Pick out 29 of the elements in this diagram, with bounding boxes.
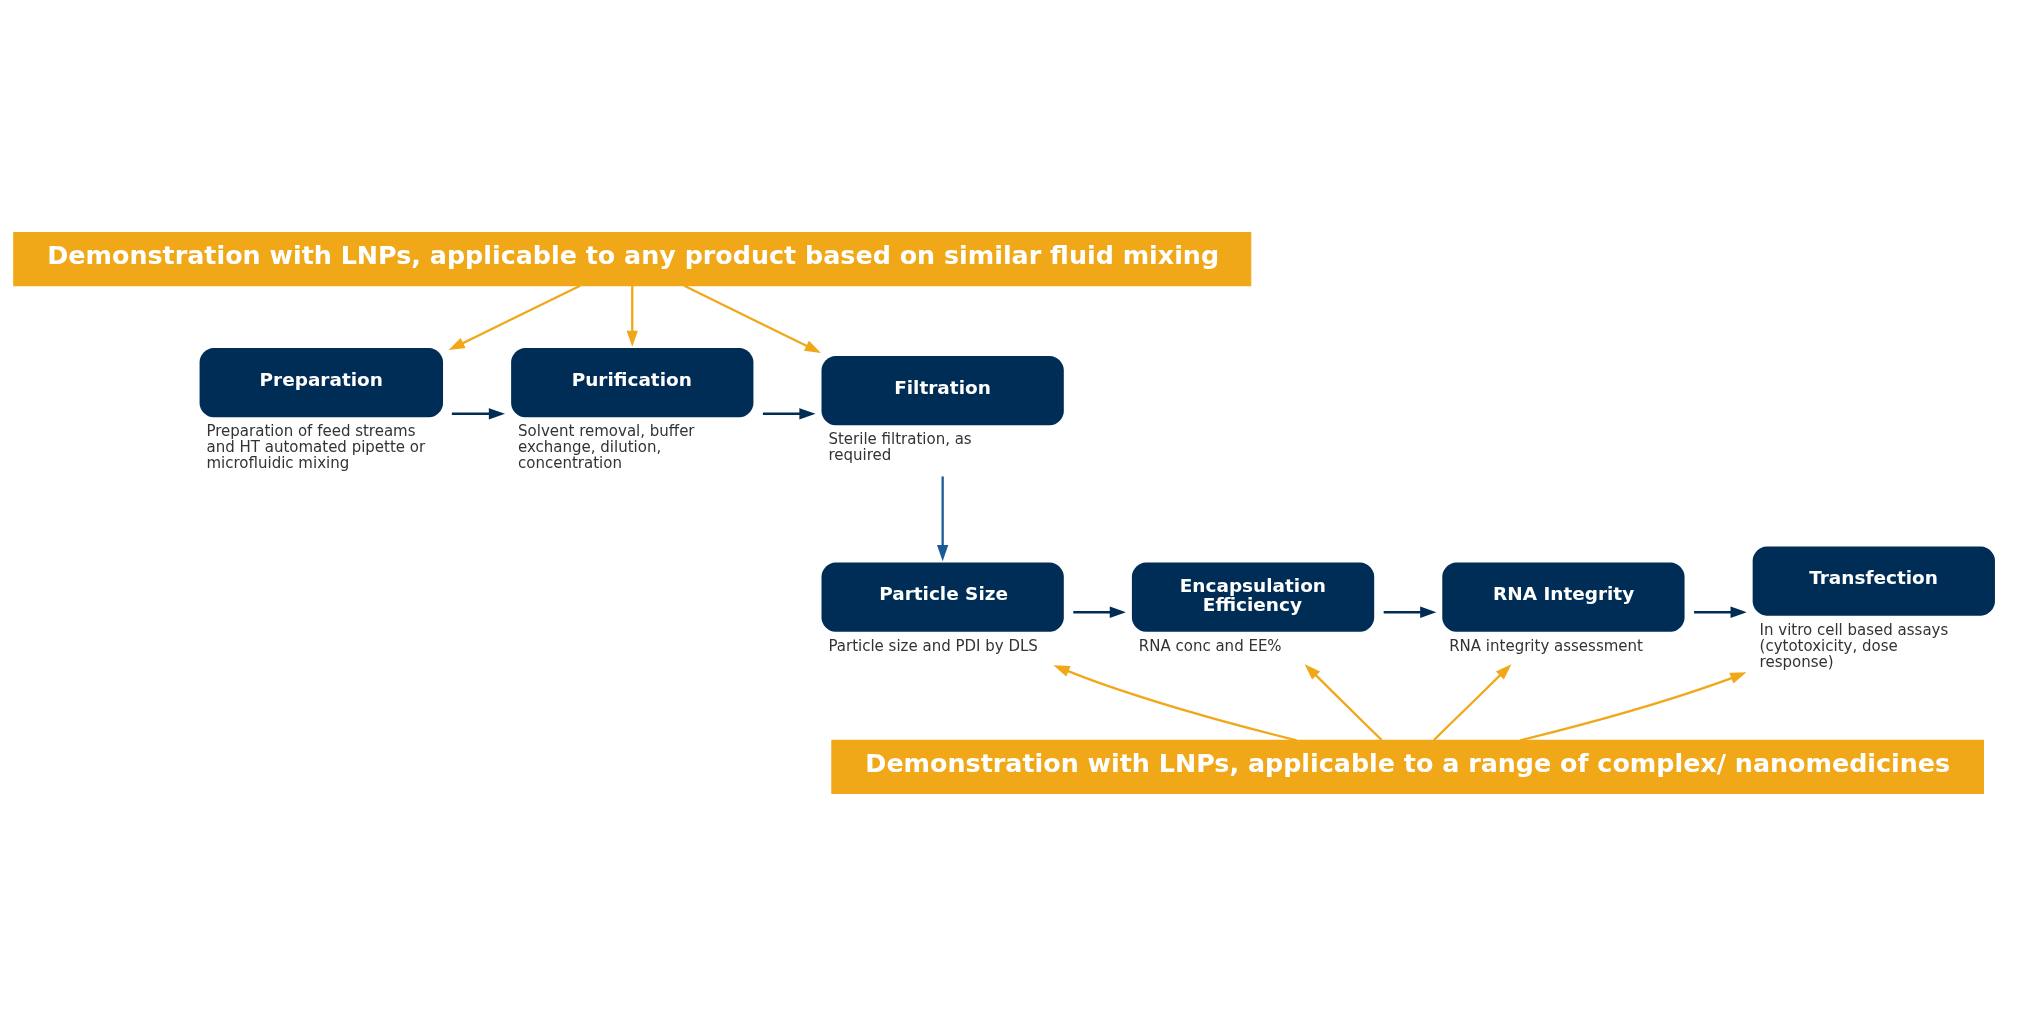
node-box: Preparation — [199, 347, 444, 417]
node-box: RNA Integrity — [1442, 562, 1685, 632]
arrow — [1433, 663, 1512, 741]
arrow — [1073, 606, 1126, 618]
node-box: Filtration — [821, 355, 1064, 425]
node-label: Particle size and PDI by DLS — [828, 636, 1038, 655]
node-label: Solvent removal, buffer exchange, dilution, concentration — [518, 421, 695, 472]
arrow — [937, 475, 949, 561]
arrow — [1304, 663, 1383, 741]
node-label: In vitro cell based assays (cytotoxicity, dose response) — [1759, 620, 1949, 671]
node-box: Purification — [511, 347, 754, 417]
node-label: RNA conc and EE% — [1138, 636, 1282, 655]
arrow — [1694, 606, 1747, 618]
arrow — [1520, 671, 1747, 741]
arrow — [762, 407, 816, 419]
node-box: Demonstration with LNPs, applicable to any product based on similar fluid mixing — [13, 231, 1252, 286]
arrow — [448, 284, 581, 350]
node-box: Demonstration with LNPs, applicable to a range of complex/ nanomedicines — [831, 739, 1984, 794]
node-box: Particle Size — [821, 562, 1064, 632]
node-label: Preparation of feed streams and HT automated pipette or microfluidic mixing — [206, 421, 426, 472]
node-label: Sterile filtration, as required — [828, 429, 972, 464]
arrow — [1053, 664, 1297, 741]
node-label: RNA integrity assessment — [1449, 636, 1643, 655]
arrow — [451, 407, 506, 419]
arrow — [683, 284, 821, 353]
node-box: Transfection — [1752, 545, 1995, 616]
node-box: Encapsulation Efficiency — [1131, 562, 1375, 632]
arrow — [626, 285, 638, 347]
arrow — [1383, 606, 1437, 618]
